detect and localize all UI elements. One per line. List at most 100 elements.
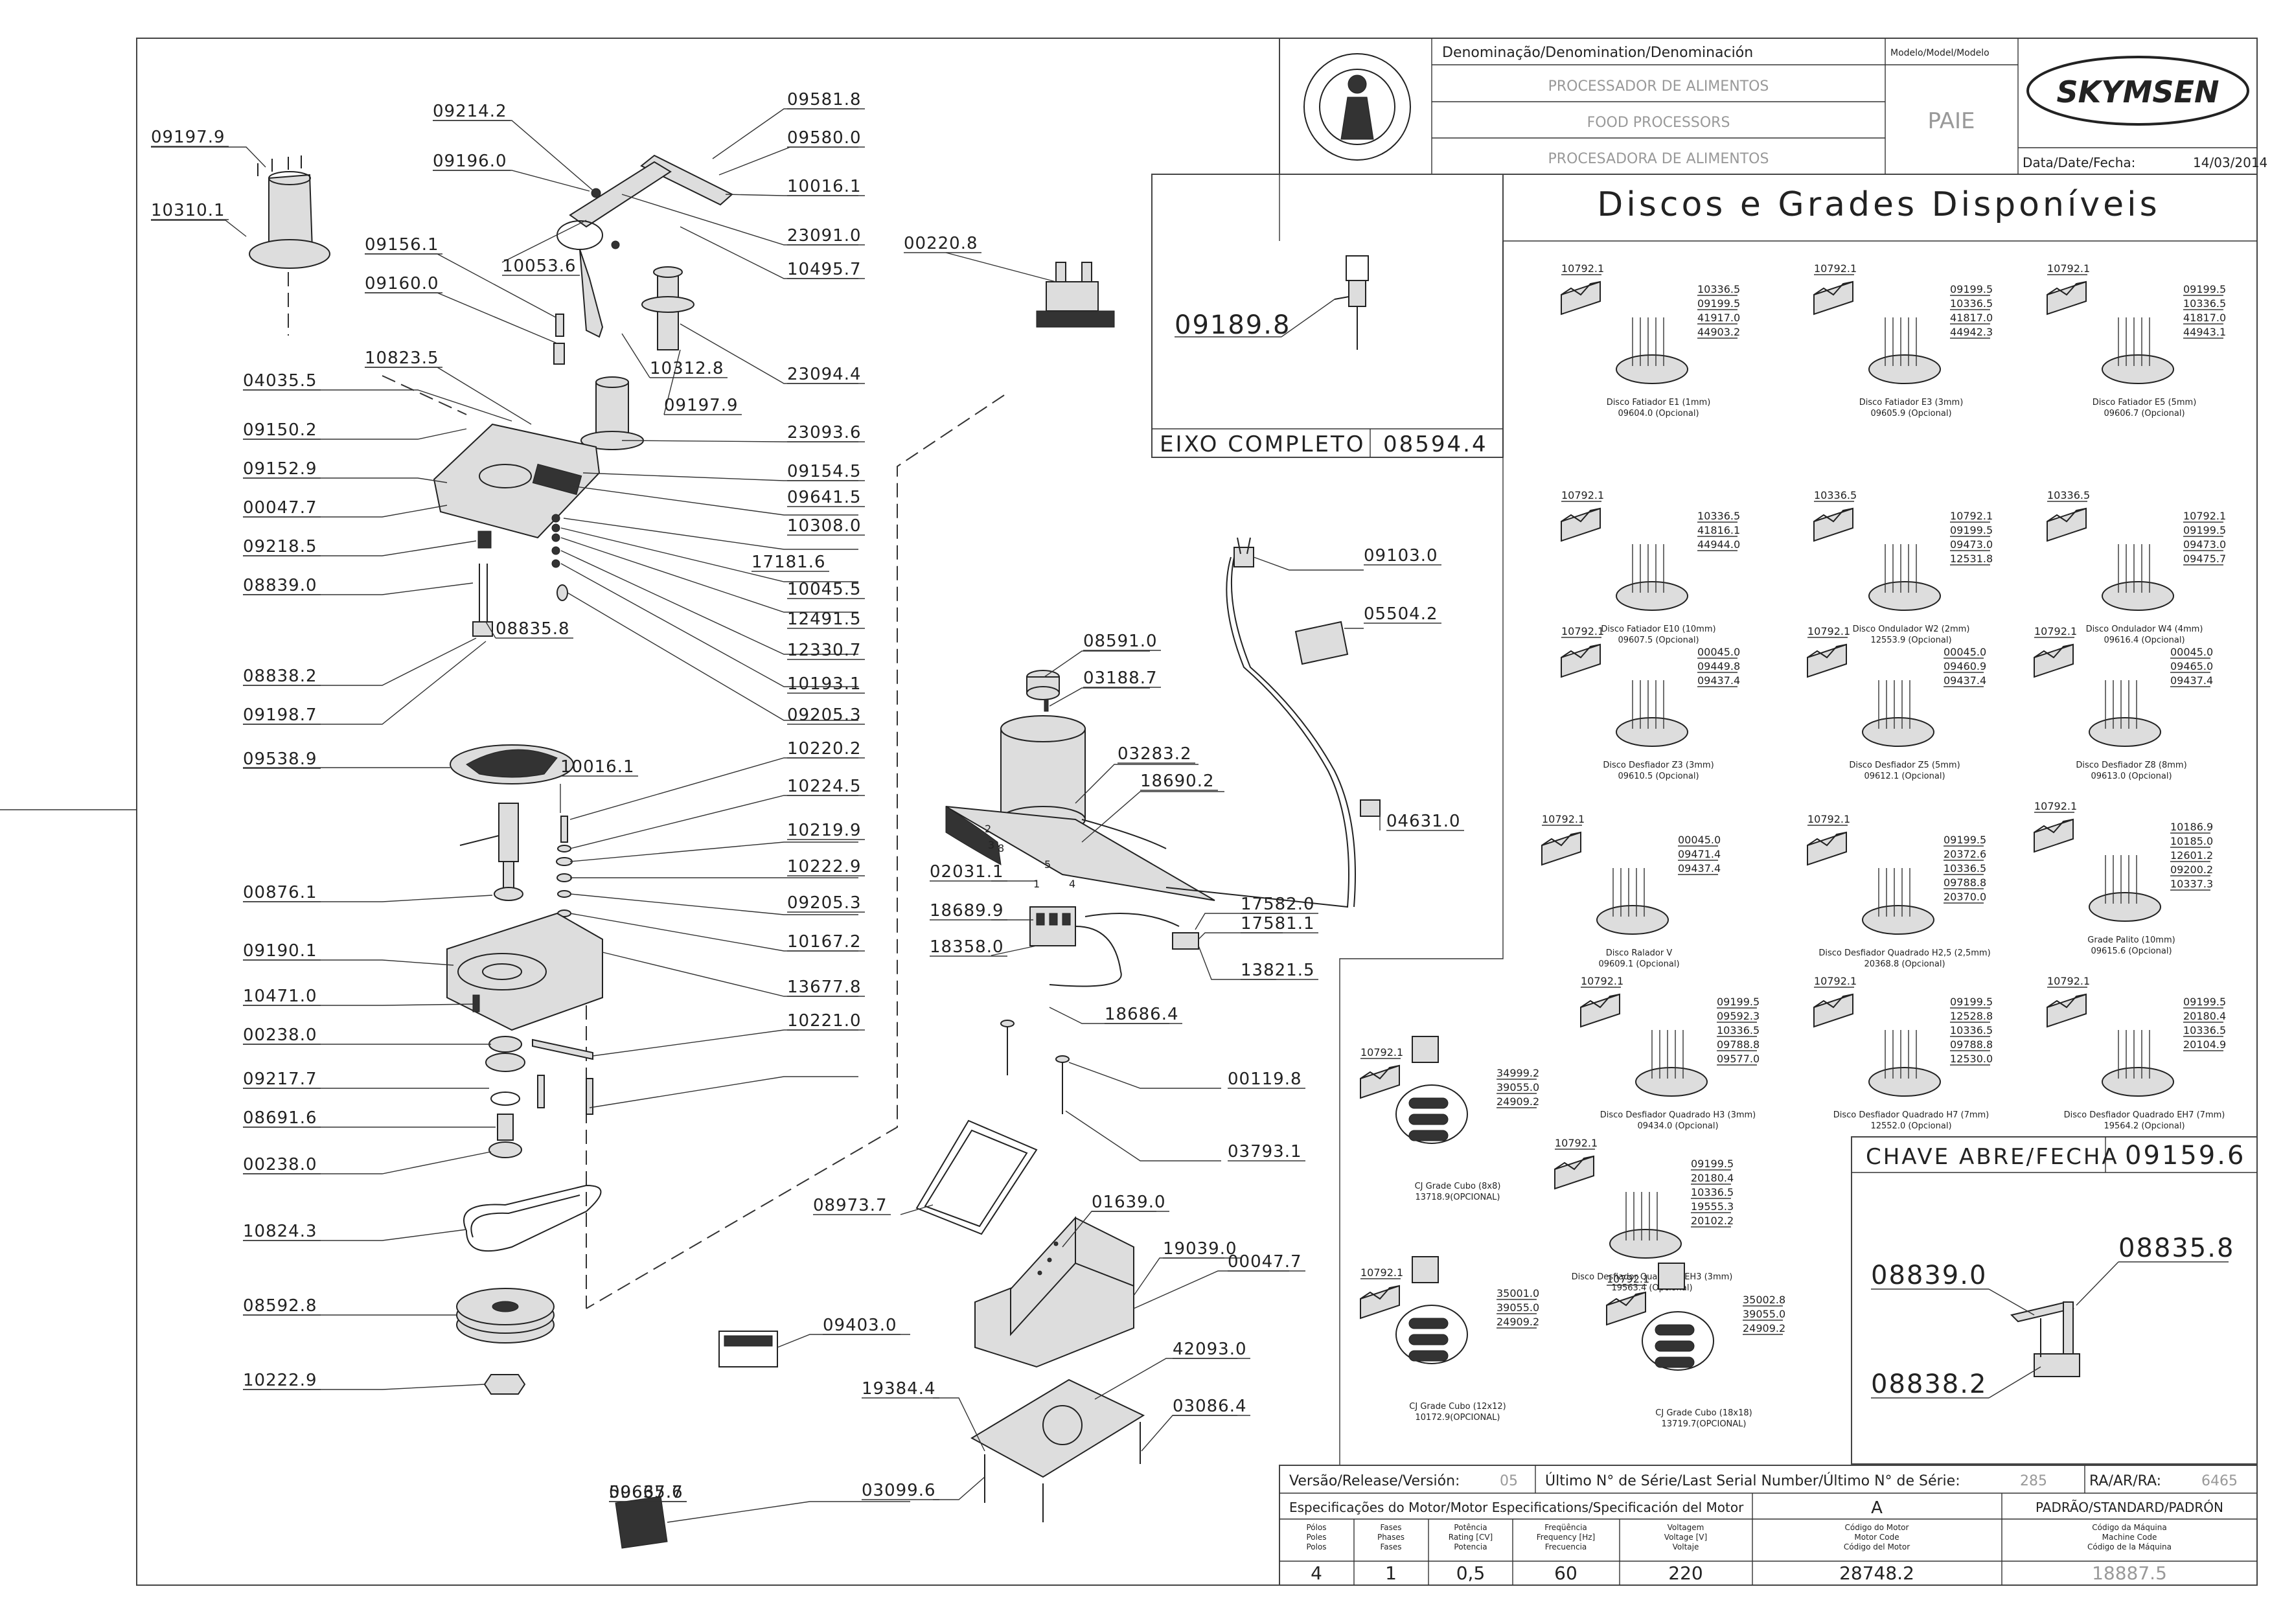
part-label: 18686.4: [1105, 1005, 1179, 1024]
disc-part-label: 35001.0: [1497, 1287, 1539, 1299]
part-label: 17581.1: [1241, 914, 1315, 933]
disc-part-label: 10186.9: [2170, 821, 2213, 833]
part-label: 18358.0: [930, 937, 1004, 957]
disc-part-label: 12530.0: [1950, 1053, 1993, 1065]
spec-header: Código de la Máquina: [2087, 1542, 2172, 1551]
disc-part-label: 09199.5: [1950, 996, 1993, 1008]
disc-code: 20368.8 (Opcional): [1864, 959, 1945, 969]
part-label: 10222.9: [243, 1371, 317, 1390]
disc-part-label: 20370.0: [1944, 891, 1986, 903]
part-label: 08691.6: [243, 1108, 317, 1128]
disc-part-label: 10792.1: [1807, 813, 1850, 825]
part-label: 12330.7: [787, 641, 862, 660]
part-label: 19039.0: [1163, 1239, 1237, 1259]
disc-part-label: 09199.5: [2183, 283, 2226, 295]
chave-part-2: 08835.8: [2118, 1233, 2234, 1263]
eixo-completo-box: EIXO COMPLETO 08594.4 09189.8: [1151, 174, 1504, 458]
disc-part-label: 10792.1: [1360, 1046, 1403, 1058]
disc-part-label: 10336.5: [1691, 1186, 1734, 1198]
disc-part-label: 09199.5: [1950, 524, 1993, 536]
denomination-label: Denominação/Denomination/Denominación: [1442, 45, 1753, 61]
disc-part-label: 10792.1: [1950, 510, 1993, 522]
name-es: PROCESADORA DE ALIMENTOS: [1548, 151, 1769, 167]
part-label: 09103.0: [1364, 546, 1438, 566]
disc-part-label: 12531.8: [1950, 553, 1993, 565]
disc-code: 12552.0 (Opcional): [1870, 1121, 1951, 1131]
part-label: 10824.3: [243, 1222, 317, 1241]
part-label: 08838.2: [243, 667, 317, 686]
disc-caption: CJ Grade Cubo (12x12): [1409, 1402, 1506, 1412]
part-label: 08973.7: [813, 1196, 888, 1215]
disc-item: 10792.110186.910185.012601.209200.210337…: [2034, 800, 2213, 956]
chave-label: CHAVE ABRE/FECHA: [1866, 1144, 2119, 1170]
spec-header: Freqüência: [1544, 1523, 1587, 1532]
disc-item: 10792.109199.509592.310336.509788.809577…: [1580, 975, 1760, 1131]
disc-code: 09612.1 (Opcional): [1864, 772, 1945, 781]
ra-value: 6465: [2201, 1473, 2238, 1489]
spec-value: 18887.5: [2092, 1562, 2167, 1584]
disc-caption: Disco Ondulador W4 (4mm): [2086, 624, 2203, 634]
part-label: 09538.9: [243, 749, 317, 769]
disc-part-label: 10336.5: [1950, 297, 1993, 310]
part-label: 00220.8: [904, 234, 978, 253]
disc-item: 10792.109199.512528.810336.509788.812530…: [1813, 975, 1993, 1131]
disc-part-label: 09471.4: [1678, 848, 1721, 860]
spec-header: Voltagem: [1668, 1523, 1704, 1532]
disc-part-label: 20104.9: [2183, 1038, 2226, 1051]
disc-caption: Disco Fatiador E3 (3mm): [1859, 398, 1964, 407]
serial-value: 285: [2020, 1473, 2047, 1489]
disc-part-label: 19555.3: [1691, 1200, 1734, 1213]
disc-code: 09613.0 (Opcional): [2091, 772, 2172, 781]
disc-part-label: 09788.8: [1950, 1038, 1993, 1051]
part-label: 00047.7: [243, 498, 317, 518]
disc-part-label: 10792.1: [1607, 1273, 1649, 1285]
disc-part-label: 09199.5: [1697, 297, 1740, 310]
part-label: 09150.2: [243, 420, 317, 440]
disc-part-label: 09437.4: [1697, 674, 1740, 687]
disc-part-label: 20180.4: [1691, 1172, 1734, 1184]
disc-part-label: 00045.0: [1678, 834, 1721, 846]
disc-part-label: 09449.8: [1697, 660, 1740, 672]
part-label: 09198.7: [243, 705, 317, 725]
part-label: 10308.0: [787, 516, 862, 536]
disc-code: 13719.7(OPCIONAL): [1662, 1419, 1747, 1429]
disc-caption: CJ Grade Cubo (18x18): [1655, 1408, 1752, 1418]
part-label: 10471.0: [243, 987, 317, 1006]
date-value: 14/03/2014: [2193, 155, 2267, 170]
disc-part-label: 10336.5: [2047, 489, 2090, 501]
part-label: 09403.0: [823, 1316, 897, 1335]
part-label: 09205.3: [787, 893, 862, 913]
part-label: 03793.1: [1228, 1142, 1302, 1161]
disc-caption: Disco Desfiador Z5 (5mm): [1849, 761, 1960, 770]
disc-code: 09605.9 (Opcional): [1870, 409, 1951, 418]
svg-text:1: 1: [1033, 878, 1040, 890]
spec-header: Frecuencia: [1545, 1542, 1587, 1551]
disc-code: 12553.9 (Opcional): [1870, 635, 1951, 645]
svg-text:5: 5: [1044, 858, 1051, 871]
name-en: FOOD PROCESSORS: [1587, 115, 1730, 131]
spec-header: Poles: [1306, 1533, 1326, 1542]
disc-part-label: 12528.8: [1950, 1010, 1993, 1022]
disc-caption: Disco Desfiador Quadrado H2,5 (2,5mm): [1818, 948, 1990, 958]
svg-text:SKYMSEN: SKYMSEN: [2057, 74, 2219, 109]
part-label: 03099.6: [862, 1481, 936, 1500]
disc-part-label: 10336.5: [1950, 1024, 1993, 1036]
disc-part-label: 09475.7: [2183, 553, 2226, 565]
disc-item: 10792.109199.510336.541817.044943.1Disco…: [2047, 262, 2226, 418]
part-label: 03283.2: [1118, 744, 1192, 764]
part-label: 10193.1: [787, 674, 862, 694]
authorized-service-seal: [1303, 53, 1411, 161]
part-label: 42093.0: [1173, 1340, 1247, 1359]
col-a: A: [1871, 1498, 1883, 1518]
disc-code: 10172.9(OPCIONAL): [1416, 1413, 1500, 1423]
left-part-labels: 09197.910310.109214.209196.009156.109160…: [151, 102, 638, 1390]
version-label: Versão/Release/Versión:: [1289, 1473, 1460, 1489]
disc-item: 10792.109199.520372.610336.509788.820370…: [1807, 813, 1991, 969]
disc-caption: CJ Grade Cubo (8x8): [1415, 1182, 1501, 1191]
disc-part-label: 10792.1: [2034, 800, 2077, 812]
disc-part-label: 09199.5: [2183, 524, 2226, 536]
